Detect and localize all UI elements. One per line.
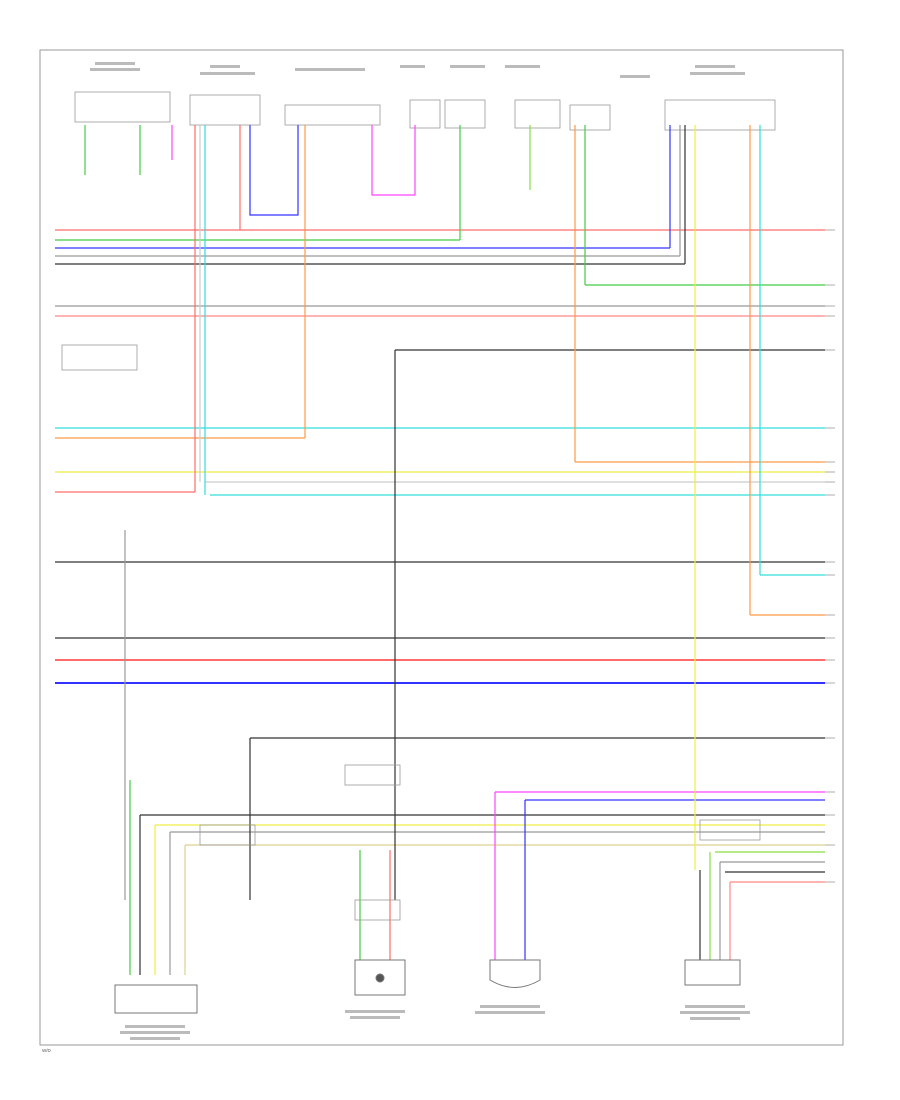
terminal-ticks (825, 229, 835, 883)
footer-label: W/D (42, 1048, 51, 1053)
bottom-labels (120, 1005, 750, 1040)
bottom-components (114, 959, 741, 1014)
switch-connector (684, 959, 741, 986)
inline-components (61, 344, 761, 921)
actuator-connector (489, 959, 541, 988)
sensor-connector-left (114, 984, 198, 1014)
top-labels (90, 62, 745, 78)
right-wires (140, 284, 825, 883)
diagram-frame (39, 49, 844, 1046)
bus-wires (55, 229, 825, 684)
top-components (74, 91, 776, 131)
vertical-wires (84, 125, 761, 975)
